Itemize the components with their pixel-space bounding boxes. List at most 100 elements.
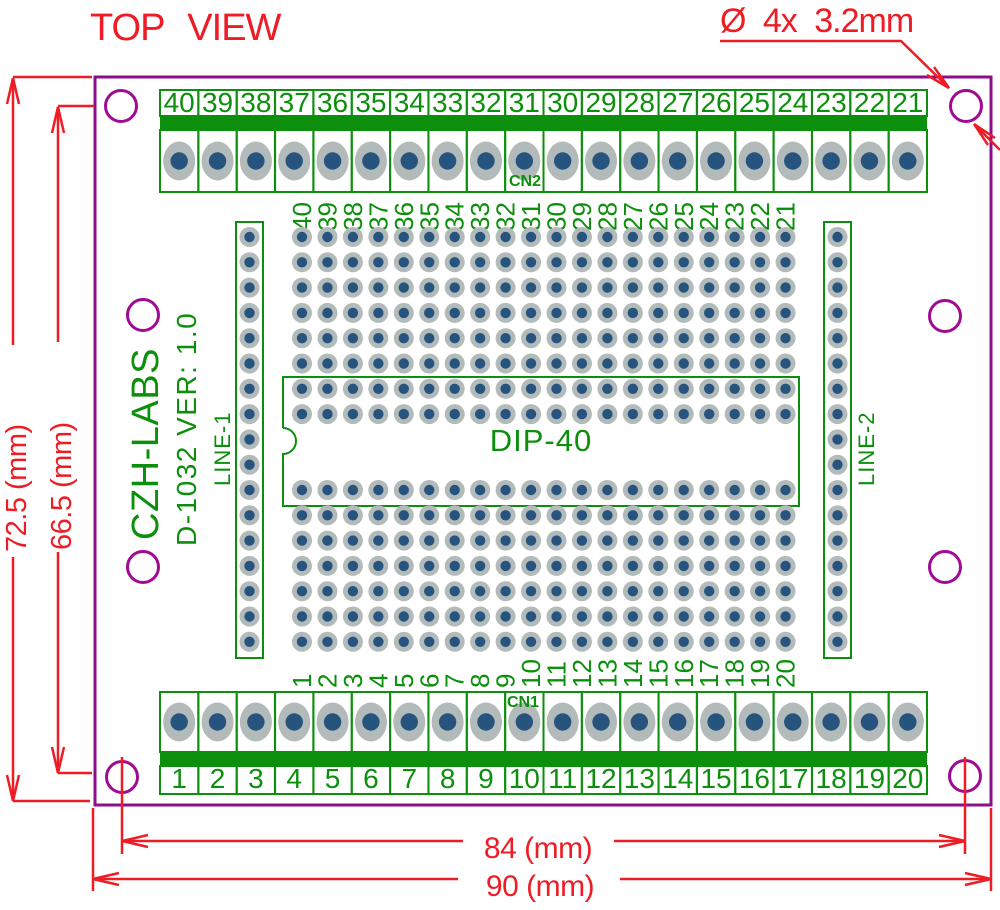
proto-pad-hole [347,484,359,496]
proto-pad-hole [296,510,308,521]
bottom-terminal-number: 2 [210,763,226,794]
strip-pad-hole [832,307,843,319]
proto-pad-hole [754,358,766,369]
line1-strip-outline [235,221,264,659]
grid-column-label-top: 25 [669,202,699,231]
proto-pad-hole [424,560,435,572]
proto-pad-hole [653,333,664,344]
proto-pad-hole [424,333,435,344]
line1-label: LINE-1 [210,412,235,486]
proto-pad-hole [704,231,715,243]
proto-pad-hole [729,586,740,597]
proto-pad-hole [500,307,511,319]
proto-pad-hole [474,586,486,597]
proto-pad-hole [500,257,511,268]
strip-pad-hole [244,560,255,572]
proto-pad-hole [398,307,409,319]
terminal-pad-hole [362,152,380,170]
proto-pad-hole [424,282,435,293]
terminal-pad-hole [477,152,495,170]
proto-pad-hole [500,333,511,344]
proto-pad-hole [424,383,435,394]
terminal-pad-hole [669,152,687,170]
dim-arrows-board-height [5,77,21,802]
proto-pad-hole [500,560,511,572]
proto-pad-hole [754,510,766,521]
proto-pad-hole [551,333,562,344]
proto-pad-hole [576,333,588,344]
terminal-pad-hole [362,713,380,731]
proto-pad-hole [398,358,409,369]
proto-pad-hole [653,307,664,319]
strip-pad-hole [244,510,255,521]
terminal-pad-hole [247,152,265,170]
proto-pad-hole [678,257,689,268]
grid-column-label-bottom: 1 [287,674,317,688]
strip-pad-hole [244,434,255,445]
proto-pad-hole [398,586,409,597]
terminal-pad-hole [592,713,610,731]
proto-pad-hole [602,231,613,243]
top-terminal-number: 38 [240,87,271,118]
terminal-pad-hole [553,713,572,731]
proto-pad-hole [704,535,715,546]
proto-pad-hole [398,611,409,622]
terminal-pad-hole [822,152,840,170]
top-terminal-number-cell [887,89,929,117]
bottom-terminal-number: 5 [325,763,341,794]
proto-pad-hole [373,510,384,521]
proto-pad-hole [729,510,740,521]
proto-pad-hole [704,611,715,622]
proto-pad-hole [424,358,435,369]
strip-pad-hole [832,358,843,369]
proto-pad-hole [653,358,664,369]
top-terminal-number: 23 [816,87,847,118]
proto-pad-hole [704,333,715,344]
grid-column-label-top: 39 [312,202,342,231]
proto-pad-hole [322,535,333,546]
dim-text-board-width: 90 (mm) [486,870,594,903]
bottom-terminal-number: 1 [171,763,187,794]
proto-pad-hole [627,636,639,647]
strip-pad-hole [832,636,843,647]
proto-pad-hole [474,383,486,394]
model-version: D-1032 VER: 1.0 [171,312,202,546]
proto-pad-hole [296,282,308,293]
proto-pad-hole [322,307,333,319]
proto-pad-hole [474,535,486,546]
proto-pad-hole [322,257,333,268]
dim-text-hole-span-width: 84 (mm) [484,832,592,865]
proto-pad-hole [704,383,715,394]
proto-pad-hole [296,586,308,597]
proto-pad-hole [627,484,639,496]
proto-pad-hole [347,510,359,521]
proto-pad-hole [474,282,486,293]
dip40-label: DIP-40 [490,423,592,458]
proto-pad-hole [678,535,689,546]
proto-pad-hole [525,408,537,420]
dim-text-hole-span-height: 66.5 (mm) [46,422,78,550]
strip-pad-hole [832,282,843,293]
dim-line-hole-span-width [120,757,967,854]
proto-pad-hole [653,510,664,521]
proto-pad-hole [474,611,486,622]
proto-pad-hole [780,383,791,394]
proto-pad-hole [347,333,359,344]
proto-pad-hole [398,383,409,394]
proto-pad-hole [322,560,333,572]
proto-pad-hole [322,333,333,344]
proto-pad-hole [729,307,740,319]
proto-pad-hole [551,560,562,572]
grid-column-label-bottom: 11 [542,661,572,688]
bottom-terminal-number: 14 [662,763,693,794]
grid-column-label-top: 23 [720,202,750,231]
proto-pad-hole [576,484,588,496]
strip-pad-hole [832,535,843,546]
grid-column-label-bottom: 20 [771,659,801,688]
generated-board-content: 4013923833743653563473383293110301129122… [104,87,983,795]
strip-pad-hole [832,459,843,470]
top-terminal-number: 27 [662,87,693,118]
grid-column-label-bottom: 3 [338,674,368,688]
dim-line-hole-span-height [56,104,94,775]
